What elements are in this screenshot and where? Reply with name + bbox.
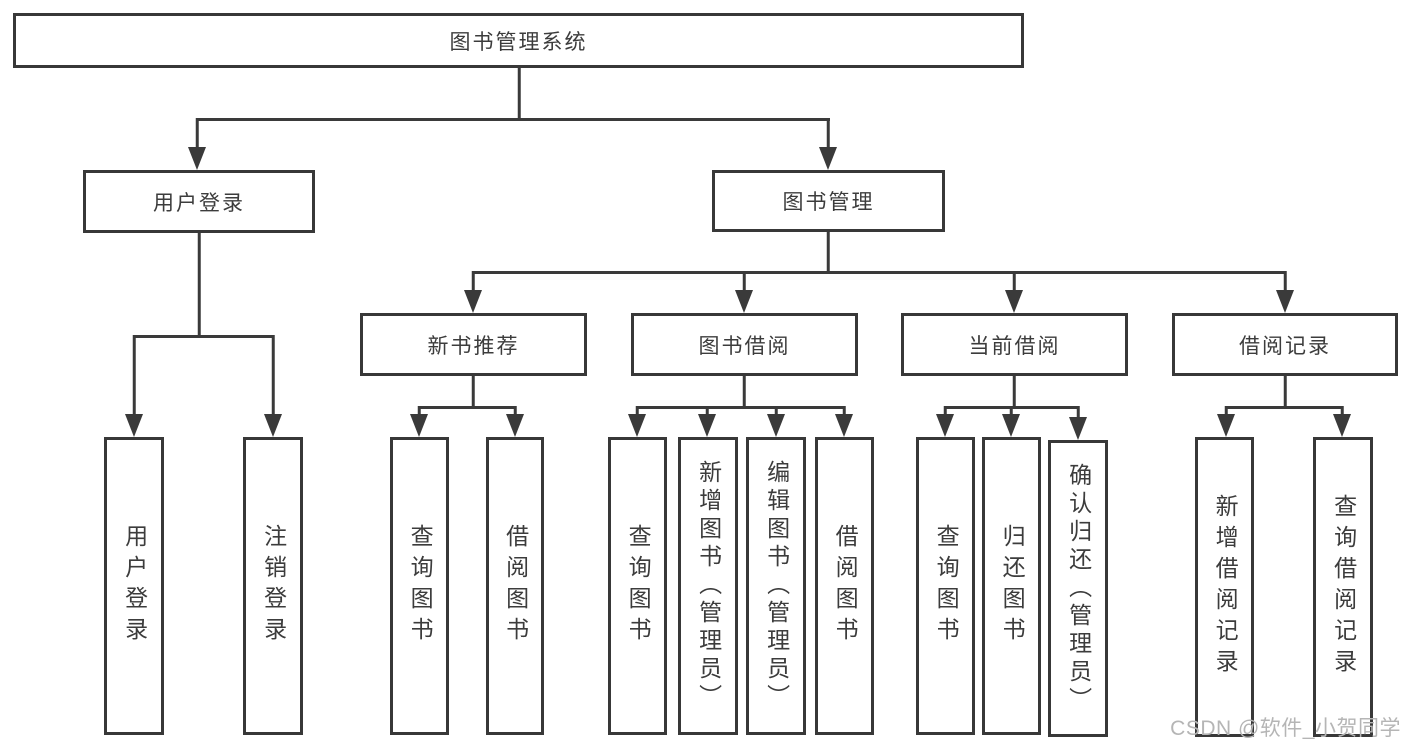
node-query-books-recommend: 查询图书 [390, 437, 449, 735]
connector-line [842, 406, 846, 416]
node-user-login: 用户登录 [83, 170, 315, 233]
connector-line [472, 271, 1286, 274]
connector-line [1224, 406, 1228, 416]
arrowhead-down-icon [506, 414, 524, 437]
arrowhead-down-icon [819, 147, 837, 170]
connector-line [133, 335, 274, 338]
node-label: 新增图书（管理员） [695, 460, 722, 712]
node-return-books: 归还图书 [982, 437, 1041, 735]
connector-line [1225, 406, 1343, 409]
arrowhead-down-icon [1333, 414, 1351, 437]
node-library-system: 图书管理系统 [13, 13, 1024, 68]
arrowhead-down-icon [936, 414, 954, 437]
node-label: 借阅图书 [502, 524, 529, 648]
node-query-books-borrow: 查询图书 [608, 437, 667, 735]
arrowhead-down-icon [464, 290, 482, 313]
connector-line [1283, 376, 1287, 406]
arrowhead-down-icon [188, 147, 206, 170]
node-query-books-current: 查询图书 [916, 437, 975, 735]
connector-line [417, 406, 421, 416]
node-label: 用户登录 [153, 191, 245, 215]
connector-line [826, 118, 830, 149]
arrowhead-down-icon [264, 414, 282, 437]
node-label: 查询借阅记录 [1330, 494, 1357, 680]
arrowhead-down-icon [1002, 414, 1020, 437]
arrowhead-down-icon [698, 414, 716, 437]
csdn-watermark: CSDN @软件_小贺同学 [1170, 717, 1401, 740]
connector-line [132, 335, 136, 416]
node-label: 查询图书 [407, 524, 434, 648]
node-edit-book-admin: 编辑图书（管理员） [746, 437, 806, 735]
node-user-login-action: 用户登录 [104, 437, 164, 735]
connector-line [1012, 271, 1016, 292]
connector-line [1012, 376, 1016, 406]
connector-line [196, 118, 830, 121]
connector-line [1283, 271, 1287, 292]
node-label: 新书推荐 [427, 334, 520, 358]
connector-line [471, 376, 475, 406]
node-label: 查询图书 [933, 524, 960, 648]
arrowhead-down-icon [767, 414, 785, 437]
node-label: 新增借阅记录 [1212, 494, 1239, 680]
node-add-book-admin: 新增图书（管理员） [678, 437, 738, 735]
connector-line [471, 271, 475, 292]
arrowhead-down-icon [410, 414, 428, 437]
node-label: 借阅图书 [832, 524, 859, 648]
node-borrow-books-borrow: 借阅图书 [815, 437, 874, 735]
connector-line [1009, 406, 1013, 416]
node-add-borrow-record: 新增借阅记录 [1195, 437, 1254, 737]
connector-line [705, 406, 709, 416]
node-label: 借阅记录 [1239, 334, 1331, 358]
node-label: 图书管理 [782, 191, 875, 214]
connector-line [1076, 406, 1080, 418]
connector-line [636, 406, 845, 409]
node-book-borrowing: 图书借阅 [631, 313, 858, 376]
node-label: 归还图书 [999, 524, 1026, 648]
connector-line [826, 232, 830, 271]
connector-line [271, 335, 275, 416]
connector-line [742, 271, 746, 292]
node-confirm-return-admin: 确认归还（管理员） [1048, 440, 1108, 737]
node-label: 注销登录 [260, 524, 287, 648]
connector-line [513, 406, 517, 416]
node-label: 编辑图书（管理员） [763, 460, 790, 712]
arrowhead-down-icon [1005, 290, 1023, 313]
node-label: 查询图书 [625, 524, 652, 648]
connector-line [1340, 406, 1344, 416]
arrowhead-down-icon [1069, 417, 1087, 440]
connector-line [418, 406, 516, 409]
connector-line [197, 233, 201, 335]
node-label: 图书管理系统 [449, 30, 588, 54]
node-label: 图书借阅 [698, 334, 791, 358]
node-label: 用户登录 [121, 524, 148, 648]
node-query-borrow-record: 查询借阅记录 [1313, 437, 1373, 737]
node-label: 确认归还（管理员） [1065, 462, 1092, 715]
node-current-borrowing: 当前借阅 [901, 313, 1128, 376]
connector-line [517, 68, 521, 118]
node-new-book-recommendation: 新书推荐 [360, 313, 587, 376]
connector-line [774, 406, 778, 416]
node-borrowing-records: 借阅记录 [1172, 313, 1398, 376]
arrowhead-down-icon [628, 414, 646, 437]
arrowhead-down-icon [1217, 414, 1235, 437]
node-label: 当前借阅 [968, 334, 1061, 358]
connector-line [742, 376, 746, 406]
arrowhead-down-icon [125, 414, 143, 437]
connector-line [195, 118, 199, 149]
arrowhead-down-icon [835, 414, 853, 437]
node-book-management: 图书管理 [712, 170, 945, 232]
arrowhead-down-icon [1276, 290, 1294, 313]
node-borrow-books-recommend: 借阅图书 [486, 437, 544, 735]
connector-line [635, 406, 639, 416]
node-logout-action: 注销登录 [243, 437, 303, 735]
arrowhead-down-icon [735, 290, 753, 313]
connector-line [943, 406, 947, 416]
